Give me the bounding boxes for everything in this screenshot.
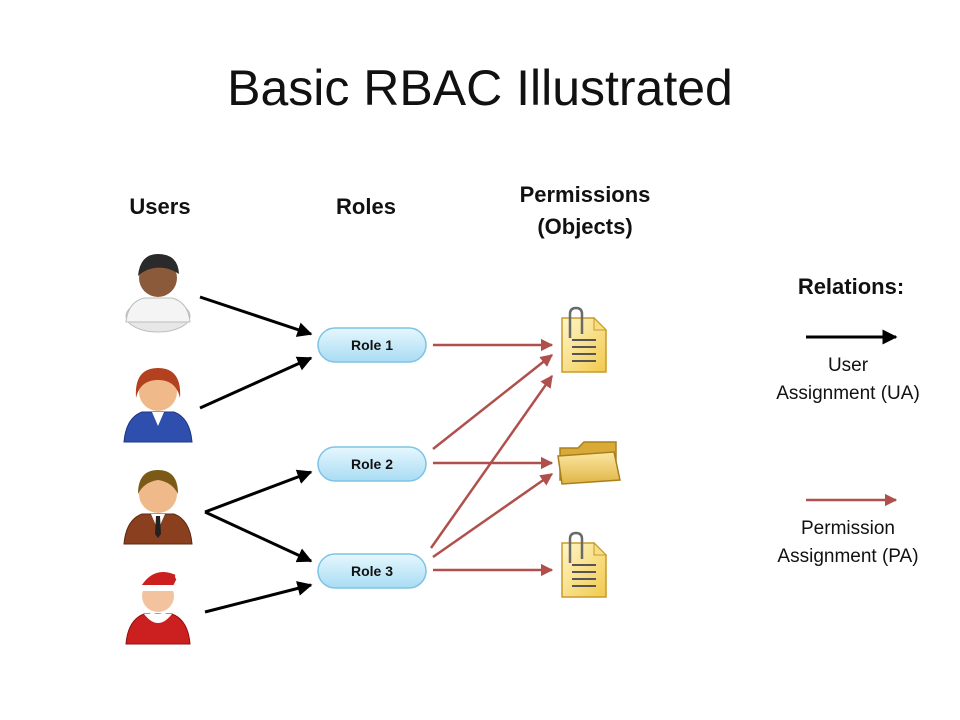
permissions-heading-line1: Permissions	[519, 182, 651, 207]
pa-arrow-role2-perm1	[432, 354, 553, 450]
legend-ua-label: User Assignment (UA)	[748, 352, 948, 408]
ua-arrow-user3-role2	[204, 469, 313, 514]
role-node: Role 3	[317, 553, 427, 589]
permissions-heading-line2: (Objects)	[537, 214, 633, 239]
roles-column-heading: Roles	[336, 194, 396, 219]
pa-arrows	[429, 338, 554, 577]
legend-ua-line1: User	[827, 355, 869, 376]
ua-arrows	[199, 295, 313, 614]
slide-title: Basic RBAC Illustrated	[227, 60, 733, 116]
document-icon	[561, 531, 608, 598]
role-label: Role 2	[351, 456, 393, 472]
santa-user-icon	[125, 571, 191, 645]
legend-pa-line2: Assignment (PA)	[777, 546, 919, 567]
role-node: Role 1	[317, 327, 427, 363]
permissions-column-heading: Permissions (Objects)	[485, 180, 685, 242]
ua-arrow-user2-role1	[199, 356, 313, 410]
legend-heading: Relations:	[797, 274, 905, 299]
folder-icon	[557, 441, 621, 485]
legend-pa-line1: Permission	[801, 518, 895, 539]
user-icon	[125, 254, 191, 333]
users-column-heading: Users	[129, 194, 191, 219]
document-icon	[561, 306, 608, 373]
ua-arrow-user4-role3	[204, 581, 313, 614]
user-icon	[123, 368, 193, 443]
role-label: Role 3	[351, 563, 393, 579]
user-icon	[123, 470, 193, 545]
legend-pa-label: Permission Assignment (PA)	[748, 515, 948, 571]
legend-ua-line2: Assignment (UA)	[776, 383, 920, 404]
role-label: Role 1	[351, 337, 393, 353]
pa-arrow-role3-perm1	[429, 374, 554, 549]
pa-arrow-role3-perm2	[432, 472, 554, 559]
ua-arrow-user1-role1	[199, 295, 313, 337]
role-node: Role 2	[317, 446, 427, 482]
ua-arrow-user3-role3	[204, 510, 313, 563]
